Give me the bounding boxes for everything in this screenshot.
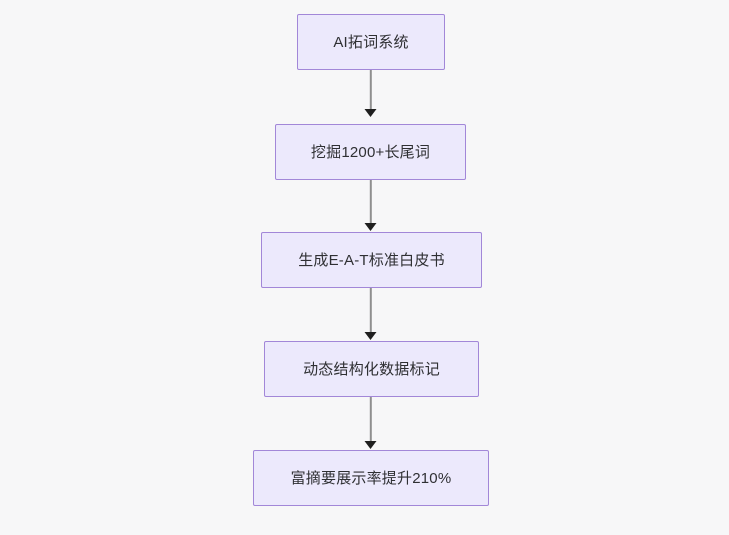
flowchart-edge-3-arrowhead xyxy=(364,332,377,340)
flowchart-node-1-label: AI拓词系统 xyxy=(333,33,409,51)
flowchart-node-2-label: 挖掘1200+长尾词 xyxy=(310,143,431,161)
flowchart-node-2[interactable]: 挖掘1200+长尾词 xyxy=(275,124,466,180)
flowchart-edge-3-line xyxy=(369,288,373,333)
flowchart-node-4[interactable]: 动态结构化数据标记 xyxy=(264,341,479,397)
flowchart-node-1[interactable]: AI拓词系统 xyxy=(297,14,445,70)
flowchart-node-3[interactable]: 生成E-A-T标准白皮书 xyxy=(261,232,482,288)
flowchart-node-4-label: 动态结构化数据标记 xyxy=(303,360,440,378)
flowchart-edge-4-arrowhead xyxy=(364,441,377,449)
flowchart-edge-4-line xyxy=(369,397,373,442)
flowchart-edge-1-line xyxy=(369,70,373,110)
flowchart-node-3-label: 生成E-A-T标准白皮书 xyxy=(298,251,445,269)
flowchart-edge-2-line xyxy=(369,180,373,224)
flowchart-node-5[interactable]: 富摘要展示率提升210% xyxy=(253,450,489,506)
flowchart-edge-1-arrowhead xyxy=(364,109,377,117)
flowchart-node-5-label: 富摘要展示率提升210% xyxy=(290,469,452,487)
flowchart-edge-2-arrowhead xyxy=(364,223,377,231)
